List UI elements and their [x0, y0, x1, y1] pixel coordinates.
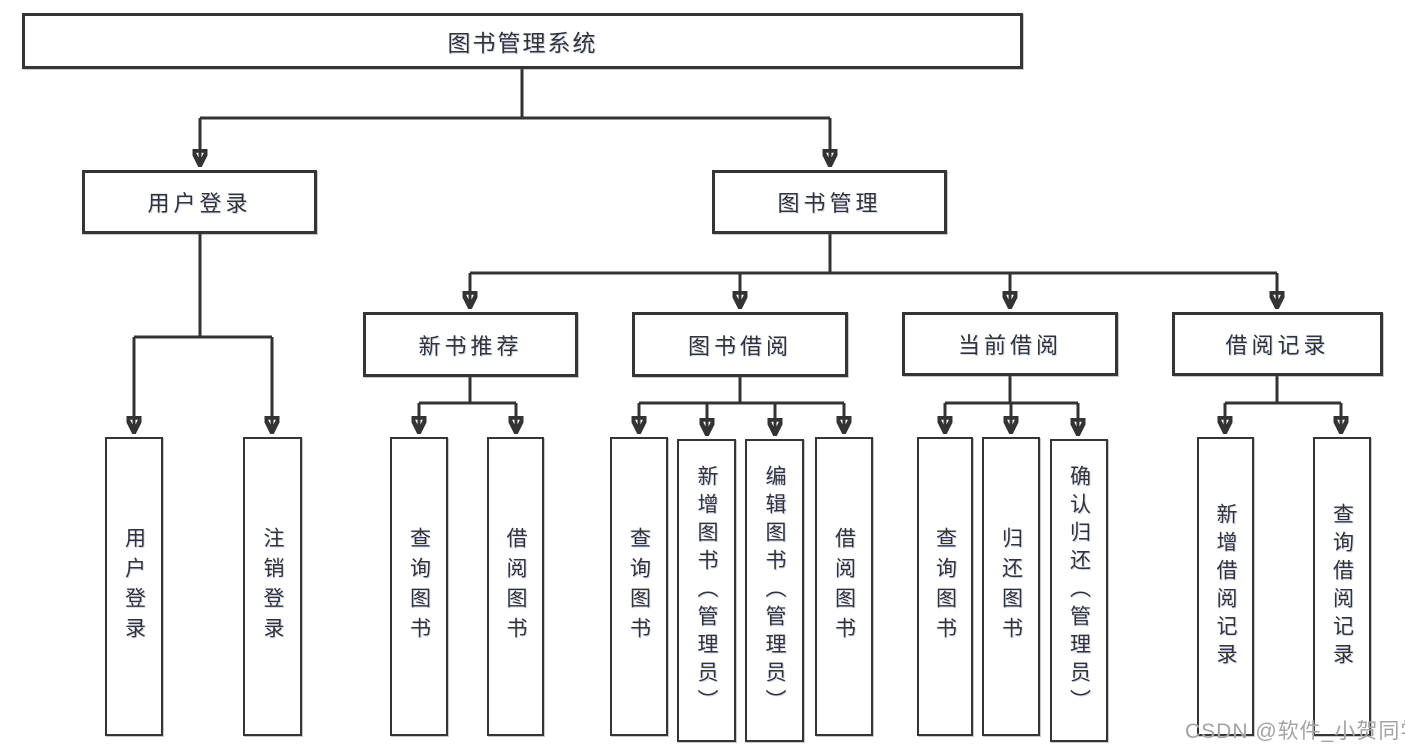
- node-current-borrowing-label: 当前借阅: [957, 333, 1062, 358]
- leaf-recommend-borrow-books: 借阅图书: [487, 437, 544, 736]
- node-new-book-recommendation: 新书推荐: [363, 312, 578, 377]
- node-borrowing-records: 借阅记录: [1172, 312, 1383, 376]
- leaf-add-borrow-record-label: 新增借阅记录: [1214, 502, 1237, 671]
- leaf-user-login: 用户登录: [105, 437, 163, 736]
- leaf-current-query-books-label: 查询图书: [933, 526, 957, 647]
- leaf-logout: 注销登录: [243, 437, 302, 736]
- leaf-borrowing-borrow-books: 借阅图书: [815, 437, 873, 736]
- leaf-borrowing-query-books: 查询图书: [610, 437, 668, 736]
- connector-root-trunk: [200, 68, 830, 120]
- leaf-borrowing-query-books-label: 查询图书: [627, 526, 651, 647]
- node-book-borrowing: 图书借阅: [632, 312, 848, 377]
- leaf-borrowing-borrow-books-label: 借阅图书: [832, 526, 856, 647]
- leaf-add-books-admin: 新增图书（管理员）: [677, 439, 736, 742]
- node-new-book-recommendation-label: 新书推荐: [418, 333, 523, 359]
- node-borrowing-records-label: 借阅记录: [1225, 333, 1330, 358]
- leaf-user-login-label: 用户登录: [122, 526, 146, 647]
- node-user-login-label: 用户登录: [147, 191, 252, 216]
- leaf-query-borrow-record-label: 查询借阅记录: [1330, 502, 1354, 671]
- leaf-confirm-return-admin-label: 确认归还（管理员）: [1067, 464, 1091, 717]
- leaf-return-books: 归还图书: [982, 437, 1040, 736]
- connector-new-book-rec-trunk: [419, 377, 516, 405]
- node-book-borrowing-label: 图书借阅: [687, 333, 792, 359]
- leaf-return-books-label: 归还图书: [999, 526, 1023, 647]
- leaf-edit-books-admin-label: 编辑图书（管理员）: [763, 464, 786, 717]
- connector-current-borrow-trunk: [945, 376, 1078, 405]
- leaf-add-borrow-record: 新增借阅记录: [1197, 437, 1254, 736]
- node-book-management-label: 图书管理: [777, 191, 882, 216]
- connector-book-mgmt-trunk: [470, 234, 1277, 275]
- connector-borrow-records-trunk: [1225, 376, 1341, 405]
- leaf-recommend-query-books-label: 查询图书: [407, 526, 431, 647]
- leaf-current-query-books: 查询图书: [917, 437, 973, 736]
- node-root: 图书管理系统: [22, 13, 1023, 69]
- node-user-login: 用户登录: [82, 170, 317, 234]
- connector-user-login-trunk: [134, 234, 272, 339]
- leaf-recommend-query-books: 查询图书: [390, 437, 448, 736]
- leaf-logout-label: 注销登录: [261, 526, 284, 647]
- leaf-query-borrow-record: 查询借阅记录: [1313, 437, 1371, 736]
- connector-book-borrow-trunk: [639, 377, 844, 405]
- leaf-recommend-borrow-books-label: 借阅图书: [504, 526, 527, 647]
- node-current-borrowing: 当前借阅: [902, 312, 1118, 376]
- leaf-add-books-admin-label: 新增图书（管理员）: [695, 464, 718, 717]
- watermark-text: CSDN @软件_小贺同学: [1185, 720, 1405, 743]
- node-book-management: 图书管理: [712, 170, 947, 234]
- node-root-label: 图书管理系统: [447, 30, 598, 56]
- leaf-edit-books-admin: 编辑图书（管理员）: [745, 439, 804, 742]
- leaf-confirm-return-admin: 确认归还（管理员）: [1050, 439, 1108, 742]
